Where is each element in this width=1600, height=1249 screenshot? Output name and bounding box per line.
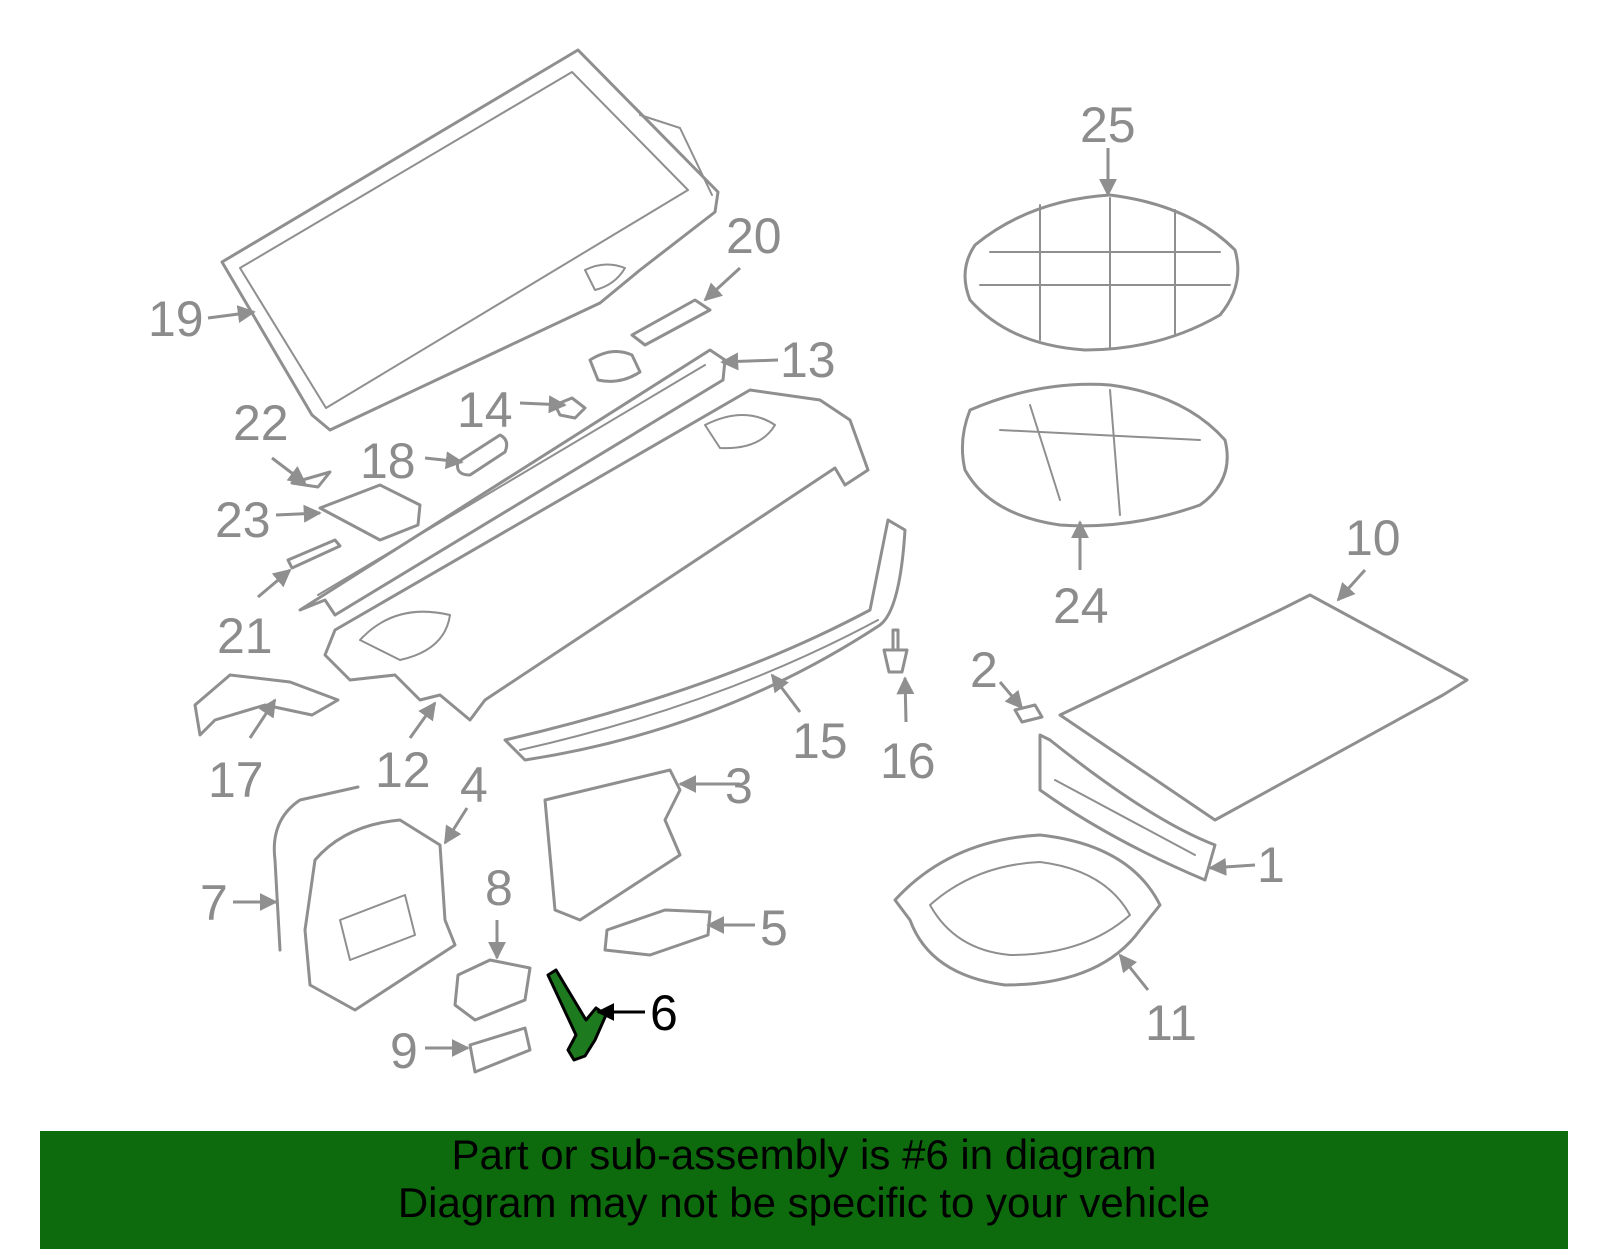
part-8-cubby (453, 958, 532, 1022)
label-12-shelf: 12 (375, 742, 431, 798)
label-3: 3 (725, 758, 753, 814)
label-10: 10 (1345, 510, 1401, 566)
part-23-cover (318, 483, 422, 542)
leader-lines (207, 148, 1367, 1057)
part-11-wheel-well (893, 833, 1162, 987)
part-7-seal (272, 785, 360, 952)
label-7: 7 (200, 875, 228, 931)
part-18-trim (456, 433, 509, 477)
part-15-trim-strip (503, 518, 907, 762)
label-24: 24 (1053, 578, 1109, 634)
label-9: 9 (390, 1023, 418, 1079)
label-8: 8 (485, 860, 513, 916)
label-2: 2 (970, 642, 998, 698)
part-14-clip (553, 396, 587, 420)
label-1: 1 (1257, 837, 1285, 893)
part-17-side-panel (193, 673, 340, 737)
label-18: 18 (360, 433, 416, 489)
label-15: 15 (792, 713, 848, 769)
part-5-box (603, 908, 712, 957)
info-banner: Part or sub-assembly is #6 in diagram Di… (40, 1131, 1568, 1249)
part-2-pad (1013, 703, 1044, 724)
part-21-strip (286, 538, 342, 570)
label-22: 22 (233, 395, 289, 451)
part-9-cover (468, 1026, 532, 1074)
label-17: 17 (208, 752, 264, 808)
part-6-hinge-highlighted (546, 968, 608, 1062)
label-13: 13 (780, 332, 836, 388)
part-19-luggage-cover (220, 48, 720, 432)
part-20-strut (588, 298, 712, 383)
part-16-push-pin (882, 628, 909, 674)
part-24-tool-tray (960, 382, 1229, 528)
part-1-sill-trim (1038, 733, 1217, 882)
banner-line-1: Part or sub-assembly is #6 in diagram (451, 1131, 1157, 1178)
part-25-floor-mat (963, 193, 1240, 352)
part-22-clip (290, 470, 332, 489)
label-23: 23 (215, 492, 271, 548)
label-11: 11 (1145, 995, 1197, 1051)
label-19: 19 (148, 291, 204, 347)
part-10-trunk-mat (1058, 593, 1469, 822)
label-14: 14 (457, 382, 513, 438)
label-6-highlighted: 6 (650, 985, 678, 1041)
part-4-side-trim (303, 818, 457, 1012)
label-16: 16 (880, 733, 936, 789)
banner-line-2: Diagram may not be specific to your vehi… (397, 1179, 1211, 1226)
part-3-side-trim (543, 768, 682, 922)
callout-labels: 19 20 13 14 18 22 23 21 17 12 15 16 25 2… (148, 97, 1401, 1079)
part-13-rail (298, 348, 727, 617)
label-20: 20 (726, 208, 782, 264)
label-25: 25 (1080, 97, 1136, 153)
label-4: 4 (460, 757, 488, 813)
label-21: 21 (217, 608, 273, 664)
part-12-parcel-shelf (323, 388, 870, 722)
label-5: 5 (760, 900, 788, 956)
